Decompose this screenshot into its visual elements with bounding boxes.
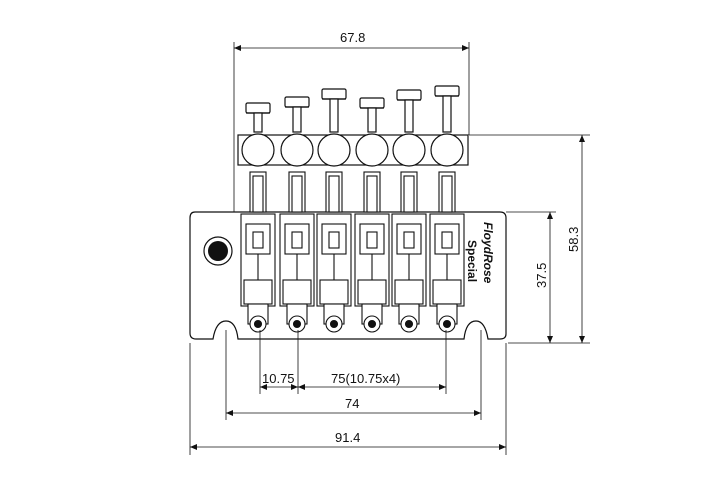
lock-screw-shaft: [253, 112, 263, 133]
saddle-block-inner: [328, 175, 340, 213]
saddle-block-inner: [291, 175, 303, 213]
dimension-overall-width-label: 91.4: [335, 430, 360, 445]
screw-center-icon: [367, 319, 377, 329]
lock-screw-cap: [359, 97, 385, 109]
saddle-slot: [291, 231, 303, 249]
string-lock-6: [430, 85, 464, 167]
saddle-foot: [394, 279, 424, 305]
string-lock-5: [392, 89, 426, 167]
saddle-6: [429, 171, 465, 307]
lock-screw-cap: [321, 88, 347, 100]
dimension-total-height-label: 58.3: [566, 227, 581, 252]
lock-screw-cap: [245, 102, 271, 114]
brand-logo: FloydRose: [481, 222, 495, 284]
dimension-single-spacing-label: 10.75: [262, 371, 295, 386]
lock-screw-cap: [396, 89, 422, 101]
intonation-screw-5: [398, 303, 420, 333]
string-lock-4: [355, 97, 389, 167]
screw-center-icon: [442, 319, 452, 329]
dimension-top-width: [233, 42, 470, 212]
dimension-mount-spacing-label: 74: [345, 396, 359, 411]
screw-center-icon: [329, 319, 339, 329]
intonation-screw-1: [247, 303, 269, 333]
string-lock-row: [237, 134, 469, 166]
string-lock-2: [280, 96, 314, 167]
lock-screw-shaft: [404, 99, 414, 133]
dimension-total-height: [469, 134, 590, 344]
lock-clamp-icon: [430, 133, 464, 167]
lock-screw-cap: [284, 96, 310, 108]
screw-center-icon: [253, 319, 263, 329]
saddle-block-inner: [403, 175, 415, 213]
saddle-slot: [403, 231, 415, 249]
saddle-1: [240, 171, 276, 307]
saddle-foot: [243, 279, 273, 305]
dimension-base-height-label: 37.5: [534, 263, 549, 288]
saddle-foot: [282, 279, 312, 305]
intonation-screw-2: [286, 303, 308, 333]
intonation-screws: [247, 303, 458, 333]
saddle-foot: [357, 279, 387, 305]
lock-screw-shaft: [329, 98, 339, 133]
lock-screw-shaft: [292, 106, 302, 133]
saddle-foot: [319, 279, 349, 305]
saddle-slot: [366, 231, 378, 249]
intonation-screw-3: [323, 303, 345, 333]
lock-clamp-icon: [317, 133, 351, 167]
saddle-3: [316, 171, 352, 307]
saddle-block-inner: [252, 175, 264, 213]
saddle-5: [391, 171, 427, 307]
lock-clamp-icon: [280, 133, 314, 167]
dimension-top-width-label: 67.8: [340, 30, 365, 45]
saddle-slot: [328, 231, 340, 249]
screw-center-icon: [292, 319, 302, 329]
dimension-overall-width: [189, 343, 507, 455]
intonation-screw-4: [361, 303, 383, 333]
lock-clamp-icon: [392, 133, 426, 167]
string-lock-1: [241, 102, 275, 167]
saddle-slot: [252, 231, 264, 249]
lock-screw-cap: [434, 85, 460, 97]
saddles: [240, 171, 465, 307]
lock-clamp-icon: [241, 133, 275, 167]
saddle-4: [354, 171, 390, 307]
lock-screw-shaft: [442, 95, 452, 133]
dimension-mount-spacing: [225, 330, 482, 420]
lock-clamp-icon: [355, 133, 389, 167]
screw-center-icon: [404, 319, 414, 329]
saddle-block-inner: [441, 175, 453, 213]
saddle-foot: [432, 279, 462, 305]
saddle-block-inner: [366, 175, 378, 213]
dimension-base-height: [506, 211, 556, 343]
saddle-slot: [441, 231, 453, 249]
string-lock-3: [317, 88, 351, 167]
string-locks: [241, 85, 464, 167]
intonation-screw-6: [436, 303, 458, 333]
brand-subtitle: Special: [465, 240, 479, 282]
saddle-2: [279, 171, 315, 307]
brand-area: FloydRose Special: [465, 222, 495, 284]
dimension-string-spacing: [259, 330, 447, 394]
dimension-total-spacing-label: 75(10.75x4): [331, 371, 400, 386]
lock-screw-shaft: [367, 107, 377, 133]
mounting-hole-icon: [203, 236, 233, 266]
